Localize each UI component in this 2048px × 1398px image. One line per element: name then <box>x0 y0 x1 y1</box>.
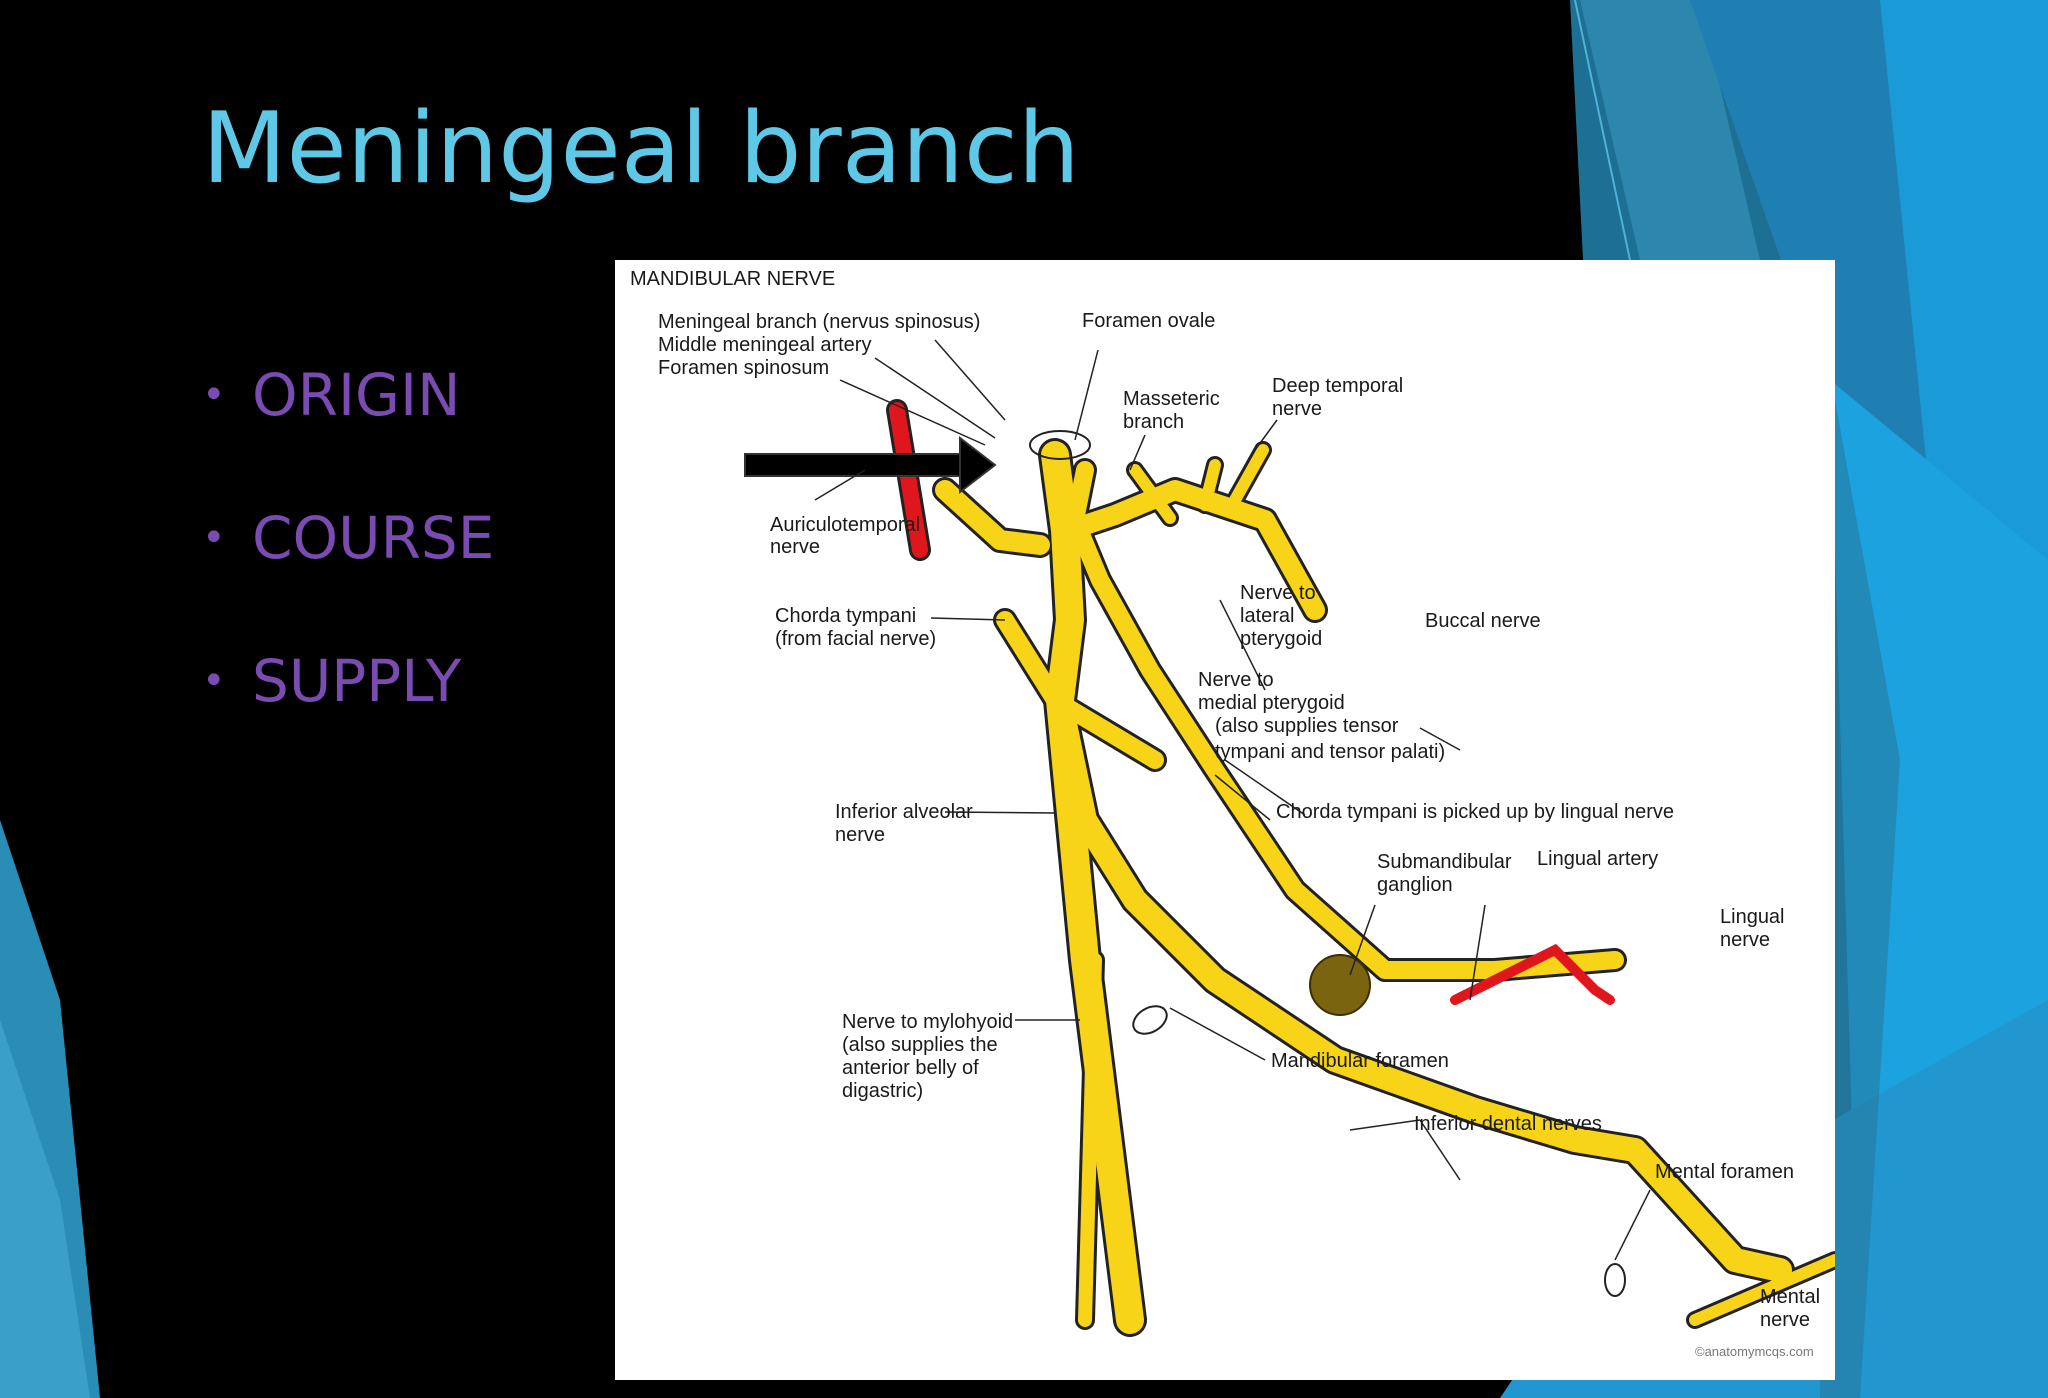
submandibular-ganglion <box>1309 954 1371 1016</box>
label-medial-pterygoid-2: medial pterygoid <box>1198 692 1345 714</box>
nerve-fills <box>935 441 1835 1334</box>
label-deep-temporal-1: Deep temporal <box>1272 375 1403 397</box>
figure-heading: MANDIBULAR NERVE <box>630 268 835 290</box>
bullet-dot-icon: • <box>202 658 226 704</box>
label-middle-meningeal: Middle meningeal artery <box>658 334 871 356</box>
leader-lines <box>814 339 1651 1261</box>
foramen-ovale-ring <box>1029 430 1091 460</box>
middle-meningeal-artery-fill <box>889 402 928 558</box>
label-lingual-artery: Lingual artery <box>1537 848 1658 870</box>
label-medial-pterygoid-3: (also supplies tensor <box>1215 715 1399 737</box>
bullet-label: COURSE <box>252 504 495 572</box>
label-inferior-alveolar-2: nerve <box>835 824 885 846</box>
label-medial-pterygoid-4: tympani and tensor palati) <box>1215 741 1445 763</box>
label-masseteric-1: Masseteric <box>1123 388 1220 410</box>
label-chorda-1: Chorda tympani <box>775 605 916 627</box>
slide-title: Meningeal branch <box>202 92 1080 206</box>
label-foramen-spinosum: Foramen spinosum <box>658 357 829 379</box>
label-mental-nerve-1: Mental <box>1760 1286 1820 1308</box>
bullet-dot-icon: • <box>202 515 226 561</box>
label-mylohyoid-3: anterior belly of <box>842 1057 979 1079</box>
label-mylohyoid-4: digastric) <box>842 1080 923 1102</box>
label-foramen-ovale: Foramen ovale <box>1082 310 1215 332</box>
lingual-artery <box>1450 943 1615 1005</box>
label-chorda-picked: Chorda tympani is picked up by lingual n… <box>1276 801 1674 823</box>
label-auriculotemporal-2: nerve <box>770 536 820 558</box>
label-masseteric-2: branch <box>1123 411 1184 433</box>
label-submandibular-2: ganglion <box>1377 874 1453 896</box>
label-chorda-2: (from facial nerve) <box>775 628 936 650</box>
mandibular-nerve-figure: MANDIBULAR NERVE Meningeal branch (nervu… <box>615 260 1835 1380</box>
mental-foramen-ring <box>1604 1263 1626 1297</box>
figure-credit: ©anatomymcqs.com <box>1695 1344 1814 1359</box>
label-mylohyoid-1: Nerve to mylohyoid <box>842 1011 1013 1033</box>
nerve-diagram: MANDIBULAR NERVE Meningeal branch (nervu… <box>630 268 1835 1359</box>
bullet-label: SUPPLY <box>252 647 462 715</box>
bullet-label: ORIGIN <box>252 361 461 429</box>
bullet-dot-icon: • <box>202 372 226 418</box>
label-mental-foramen: Mental foramen <box>1655 1161 1794 1183</box>
label-lateral-pterygoid-2: lateral <box>1240 605 1294 627</box>
label-submandibular-1: Submandibular <box>1377 851 1512 873</box>
label-lateral-pterygoid-3: pterygoid <box>1240 628 1322 650</box>
label-lingual-nerve-2: nerve <box>1720 929 1770 951</box>
label-inferior-alveolar-1: Inferior alveolar <box>835 801 973 823</box>
label-meningeal-branch: Meningeal branch (nervus spinosus) <box>658 311 980 333</box>
mandibular-foramen-ring <box>1132 1005 1168 1035</box>
label-mylohyoid-2: (also supplies the <box>842 1034 998 1056</box>
label-buccal: Buccal nerve <box>1425 610 1541 632</box>
label-medial-pterygoid-1: Nerve to <box>1198 669 1274 691</box>
label-deep-temporal-2: nerve <box>1272 398 1322 420</box>
label-inferior-dental: Inferior dental nerves <box>1414 1113 1602 1135</box>
label-lingual-nerve-1: Lingual <box>1720 906 1785 928</box>
label-auriculotemporal-1: Auriculotemporal <box>770 514 920 536</box>
label-mandibular-foramen: Mandibular foramen <box>1271 1050 1449 1072</box>
label-mental-nerve-2: nerve <box>1760 1309 1810 1331</box>
label-lateral-pterygoid-1: Nerve to <box>1240 582 1316 604</box>
